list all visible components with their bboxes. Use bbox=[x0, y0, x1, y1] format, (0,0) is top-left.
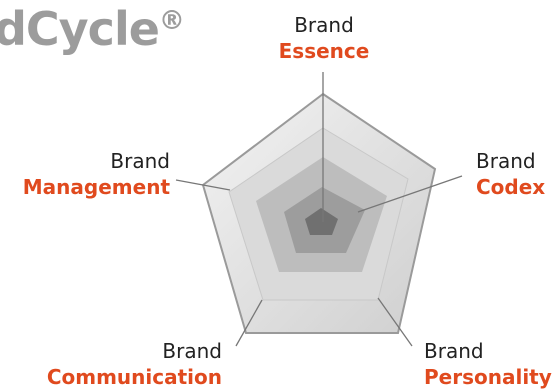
label-line2: Essence bbox=[278, 39, 370, 63]
label-brand-codex: Brand Codex bbox=[476, 148, 553, 200]
label-line2: Personality bbox=[424, 365, 552, 389]
pentagon-ring-5 bbox=[305, 208, 338, 235]
label-brand-essence: Brand Essence bbox=[262, 12, 386, 64]
label-line2: Codex bbox=[476, 175, 546, 199]
diagram-title: dCycle® bbox=[0, 6, 185, 52]
label-line1: Brand bbox=[162, 339, 222, 363]
title-text: dCycle bbox=[0, 2, 160, 56]
label-brand-management: Brand Management bbox=[6, 148, 170, 200]
connector-codex bbox=[357, 175, 463, 213]
label-brand-personality: Brand Personality bbox=[424, 338, 553, 390]
label-line2: Management bbox=[22, 175, 170, 199]
label-line1: Brand bbox=[476, 149, 536, 173]
label-line2: Communication bbox=[46, 365, 222, 389]
registered-mark: ® bbox=[158, 6, 185, 36]
connector-management bbox=[175, 179, 231, 191]
label-line1: Brand bbox=[424, 339, 484, 363]
label-line1: Brand bbox=[110, 149, 170, 173]
connector-personality bbox=[377, 297, 413, 347]
connector-communication bbox=[235, 299, 263, 347]
label-line1: Brand bbox=[294, 13, 354, 37]
label-brand-communication: Brand Communication bbox=[40, 338, 222, 390]
